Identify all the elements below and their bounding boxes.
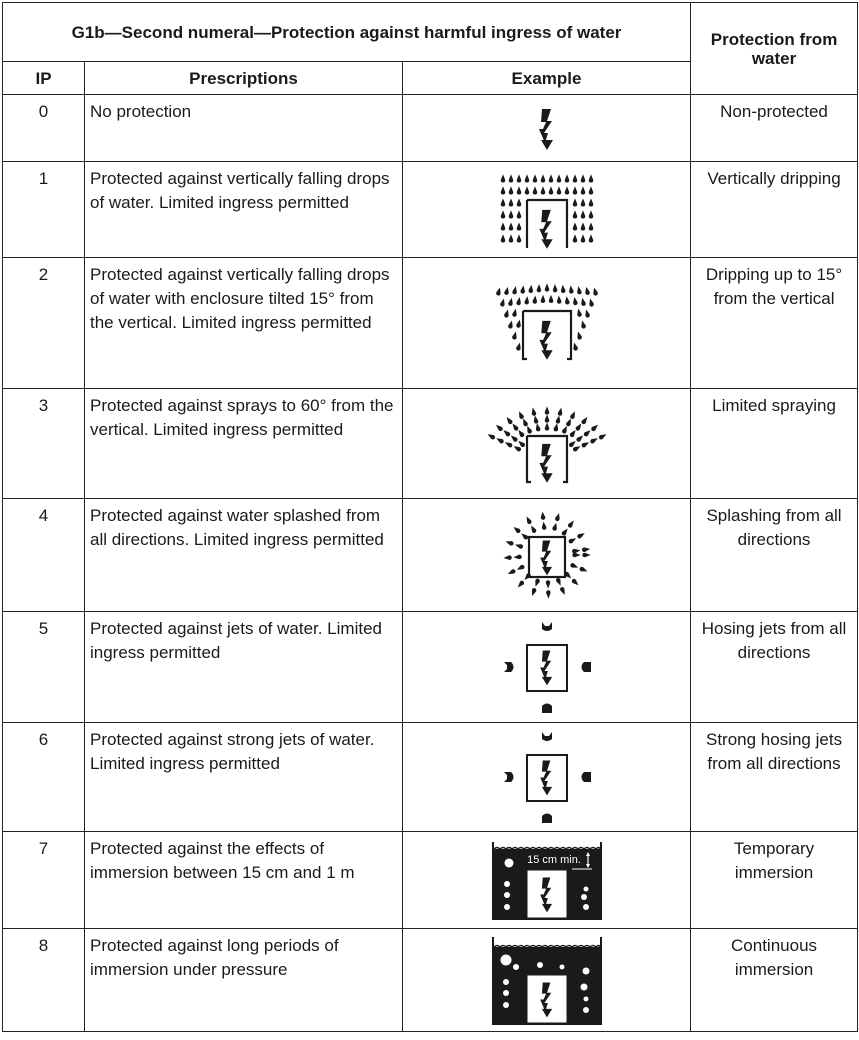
protection-text: Dripping up to 15° from the vertical (690, 257, 859, 389)
column-header-ip: IP (2, 61, 85, 95)
jets-icon (503, 622, 591, 713)
protection-text: Continuous immersion (690, 928, 859, 1032)
spray-icon (485, 405, 608, 483)
continuous-immersion-icon (491, 937, 602, 1025)
prescription-text: No protection (84, 94, 403, 162)
protection-text: Strong hosing jets from all directions (690, 722, 859, 832)
temporary-immersion-icon: 15 cm min. (491, 842, 602, 920)
protection-text: Temporary immersion (690, 831, 859, 929)
table-row: 3 Protected against sprays to 60° from t… (2, 388, 859, 499)
prescription-text: Protected against sprays to 60° from the… (84, 388, 403, 499)
ip-code: 6 (2, 722, 85, 832)
example-cell (401, 498, 692, 612)
example-cell (401, 388, 692, 499)
ip-code: 4 (2, 498, 85, 612)
protection-text: Hosing jets from all directions (690, 611, 859, 723)
example-cell (401, 722, 692, 832)
prescription-text: Protected against jets of water. Limited… (84, 611, 403, 723)
prescription-text: Protected against vertically falling dro… (84, 161, 403, 258)
column-header-example: Example (401, 61, 692, 95)
example-cell (401, 257, 692, 389)
prescription-text: Protected against strong jets of water. … (84, 722, 403, 832)
ip-code: 0 (2, 94, 85, 162)
ip-code: 8 (2, 928, 85, 1032)
table-row: 2 Protected against vertically falling d… (2, 257, 859, 389)
table-row: 7 Protected against the effects of immer… (2, 831, 859, 929)
prescription-text: Protected against long periods of immers… (84, 928, 403, 1032)
tilted-drops-icon (495, 283, 598, 361)
table-row: 1 Protected against vertically falling d… (2, 161, 859, 258)
immersion-depth-label: 15 cm min. (527, 854, 581, 866)
prescription-text: Protected against vertically falling dro… (84, 257, 403, 389)
lightning-symbol-icon (538, 109, 553, 150)
prescription-text: Protected against water splashed from al… (84, 498, 403, 612)
example-cell: 15 cm min. (401, 831, 692, 929)
protection-text: Vertically dripping (690, 161, 859, 258)
table-row: 6 Protected against strong jets of water… (2, 722, 859, 832)
column-header-protection: Protection from water (690, 2, 859, 95)
table-row: 4 Protected against water splashed from … (2, 498, 859, 612)
ip-code: 7 (2, 831, 85, 929)
example-cell (401, 161, 692, 258)
table-row: 5 Protected against jets of water. Limit… (2, 611, 859, 723)
ip-code: 5 (2, 611, 85, 723)
prescription-text: Protected against the effects of immersi… (84, 831, 403, 929)
table-title: G1b—Second numeral—Protection against ha… (1, 2, 692, 62)
ip-code: 1 (2, 161, 85, 258)
protection-text: Non-protected (690, 94, 859, 162)
vertical-drops-icon (500, 173, 593, 249)
example-cell (401, 611, 692, 723)
protection-text: Limited spraying (690, 388, 859, 499)
example-cell (401, 928, 692, 1032)
table-row: 8 Protected against long periods of imme… (2, 928, 859, 1032)
protection-text: Splashing from all directions (690, 498, 859, 612)
splash-icon (502, 511, 591, 599)
strong-jets-icon (503, 732, 591, 823)
column-header-prescriptions: Prescriptions (84, 61, 403, 95)
ip-code: 3 (2, 388, 85, 499)
example-cell (401, 94, 692, 162)
ip-code: 2 (2, 257, 85, 389)
table-row: 0 No protection Non-protected (2, 94, 859, 162)
